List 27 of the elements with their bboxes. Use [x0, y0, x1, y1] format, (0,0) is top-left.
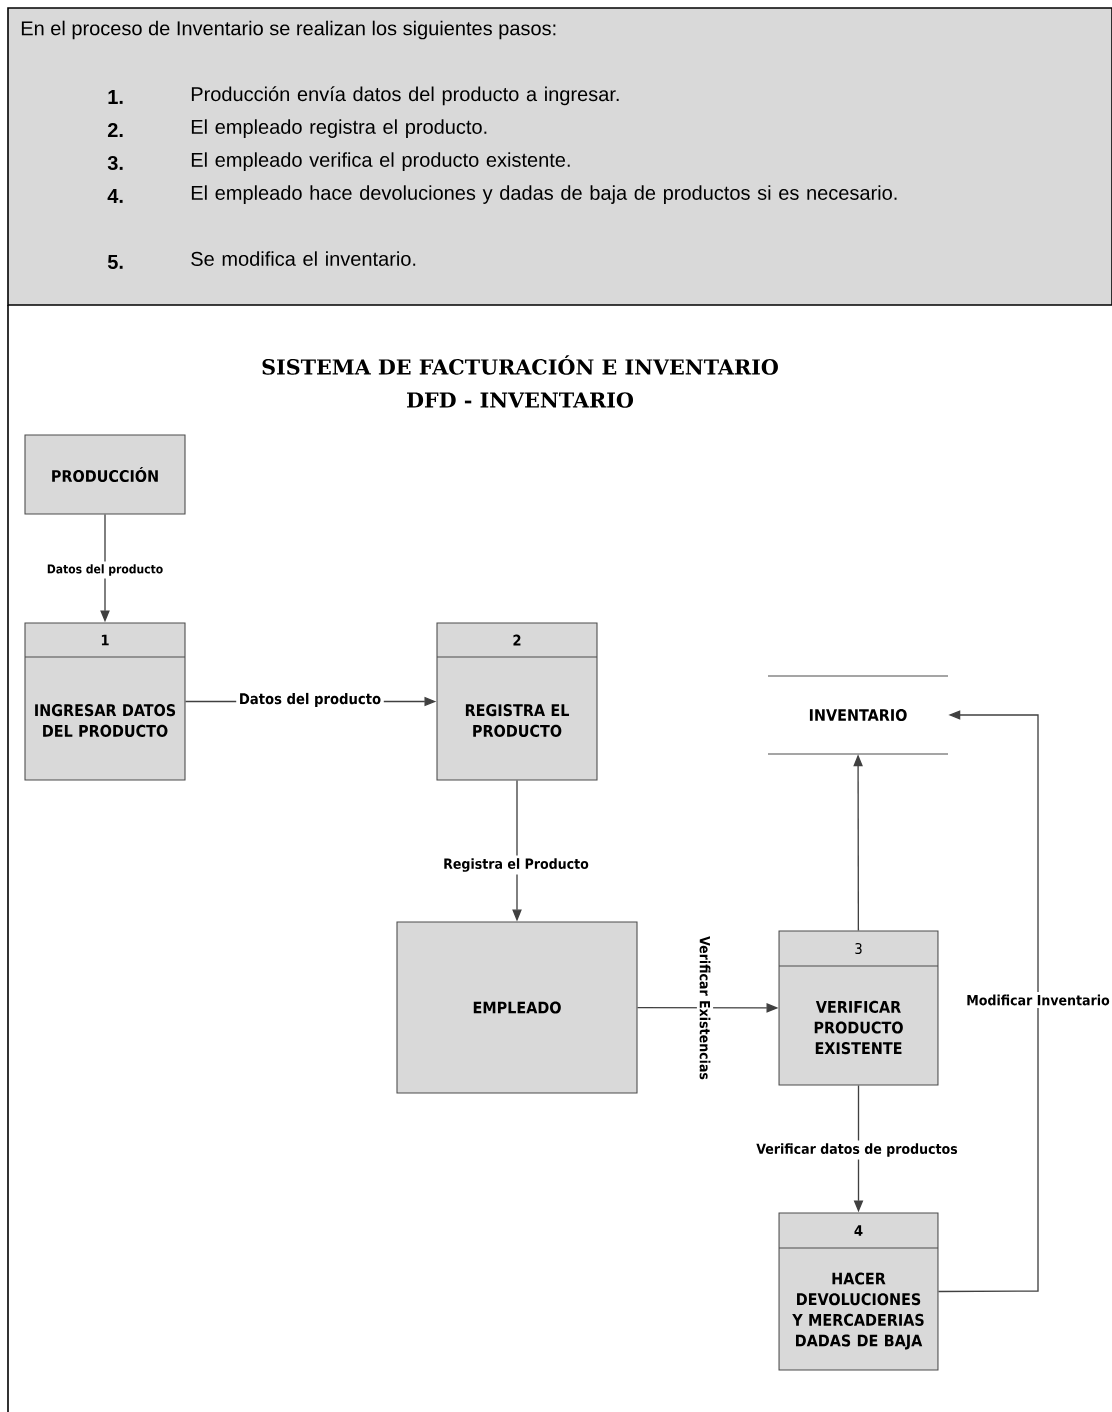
step-number: 2. — [107, 123, 123, 137]
edge-label: Verificar datos de productos — [753, 1140, 961, 1160]
step-text: El empleado hace devoluciones y dadas de baja de productos si es necesario. — [191, 185, 897, 204]
edge-label: Datos del producto — [44, 561, 166, 579]
step-text: Se modifica el inventario. — [191, 251, 416, 266]
intro-text: En el proceso de Inventario se realizan los siguientes pasos: — [21, 20, 556, 40]
external-entity-box: PRODUCCIÓN — [24, 434, 186, 515]
step-number: 1. — [108, 90, 123, 104]
arrow — [937, 710, 1039, 1293]
data-store: INVENTARIO — [767, 675, 949, 755]
step-text: Producción envía datos del producto a ingresar. — [191, 86, 619, 106]
step-text: El empleado registra el producto. — [191, 119, 487, 138]
edge-label: Datos del producto — [236, 690, 384, 710]
diagram-subtitle: DFD - INVENTARIO — [407, 392, 634, 408]
step-number: 5. — [107, 255, 123, 269]
step-number: 3. — [107, 155, 123, 171]
process-box: 3 VERIFICAR PRODUCTO EXISTENTE — [778, 930, 939, 1086]
step-text: El empleado verifica el producto existente. — [191, 152, 570, 171]
diagram-title: SISTEMA DE FACTURACIÓN E INVENTARIO — [262, 355, 778, 375]
process-box: 2 REGISTRA EL PRODUCTO — [436, 622, 598, 781]
edge-label: Verificar Existencias — [696, 933, 714, 1083]
step-number: 4. — [107, 189, 123, 203]
edge-label: Registra el Producto — [440, 855, 592, 875]
process-box: 1 INGRESAR DATOS DEL PRODUCTO — [24, 622, 186, 781]
edge-label: Modificar Inventario — [963, 991, 1112, 1009]
external-entity-box: EMPLEADO — [396, 921, 638, 1094]
process-box: 4 HACER DEVOLUCIONES Y MERCADERIAS DADAS DE BAJA — [778, 1212, 939, 1371]
